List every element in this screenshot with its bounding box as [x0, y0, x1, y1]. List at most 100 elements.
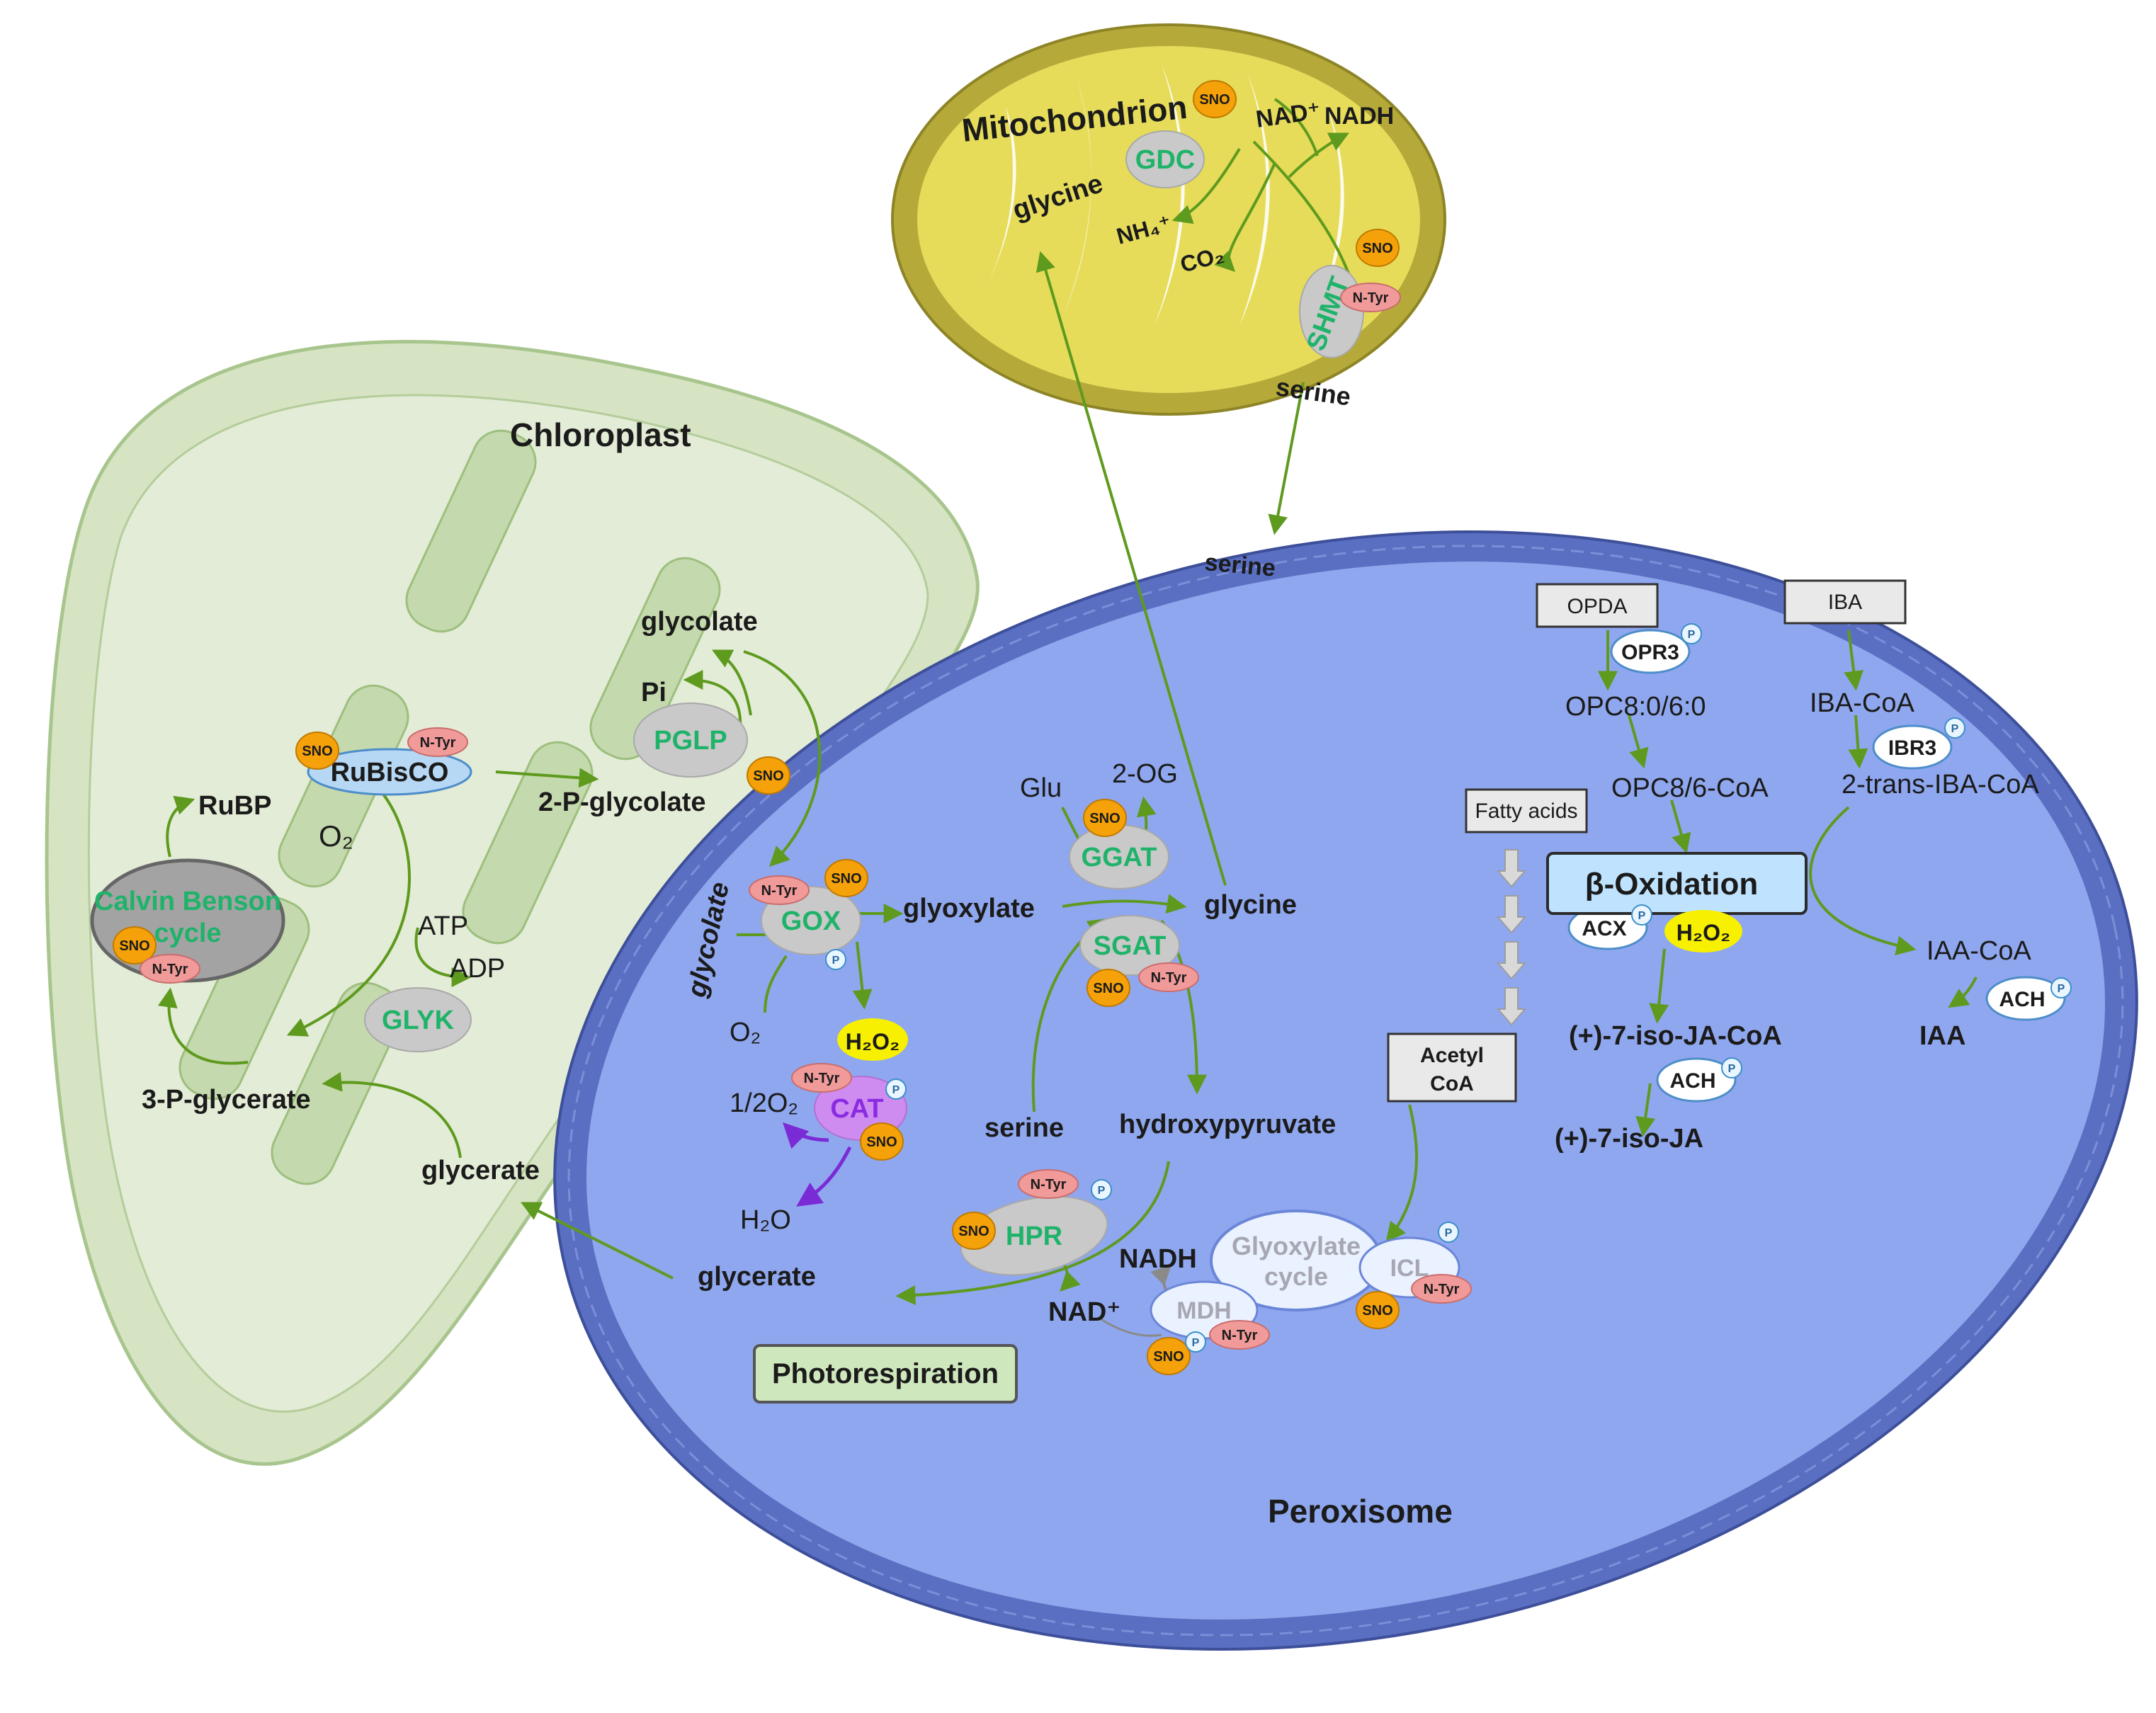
acetyl-coa-box[interactable]: Acetyl CoA	[1387, 1032, 1517, 1103]
sgat-enzyme[interactable]: SGAT	[1079, 915, 1180, 976]
label-serine-out: serine	[1203, 549, 1276, 582]
sno-badge: SNO	[1086, 969, 1130, 1007]
glyoxylate-cycle[interactable]: Glyoxylate cycle	[1210, 1210, 1383, 1311]
sno-badge-label: SNO	[1153, 1349, 1184, 1365]
ntyr-badge-label: N-Tyr	[1424, 1282, 1460, 1297]
sno-badge-label: SNO	[119, 938, 149, 954]
label-pi: Pi	[641, 678, 666, 707]
rubisco-enzyme[interactable]: RuBisCO	[307, 748, 472, 796]
ggat-label: GGAT	[1082, 843, 1157, 872]
label-o2-chl: O₂	[319, 819, 353, 853]
acx-enzyme[interactable]: ACX	[1567, 905, 1648, 950]
sno-badge: SNO	[295, 732, 339, 770]
gdc-label: GDC	[1135, 145, 1195, 175]
photorespiration-label: Photorespiration	[772, 1358, 999, 1389]
ntyr-badge-label: N-Tyr	[761, 883, 798, 899]
p-badge-label: P	[1445, 1227, 1453, 1239]
shmt-enzyme[interactable]: SHMT	[1299, 265, 1364, 358]
p-badge: P	[1631, 904, 1652, 926]
ntyr-badge: N-Tyr	[791, 1063, 852, 1093]
beta-oxidation-box[interactable]: β-Oxidation	[1546, 852, 1808, 915]
label-iaa: IAA	[1919, 1021, 1965, 1051]
p-badge: P	[1185, 1331, 1206, 1353]
hpr-label: HPR	[1006, 1222, 1062, 1251]
mdh-label: MDH	[1176, 1297, 1231, 1324]
sgat-label: SGAT	[1094, 931, 1167, 961]
sno-badge-label: SNO	[302, 744, 332, 759]
modification-badges: SNON-TyrSNOSNON-TyrN-TyrSNOPN-TyrPSNOSNO…	[113, 80, 2072, 1375]
photorespiration-box[interactable]: Photorespiration	[753, 1344, 1018, 1404]
hpr-enzyme[interactable]: HPR	[953, 1184, 1114, 1287]
ntyr-badge-label: N-Tyr	[152, 962, 188, 977]
p-badge: P	[2050, 977, 2072, 998]
opr3-enzyme[interactable]: OPR3	[1610, 629, 1691, 674]
pglp-enzyme[interactable]: PGLP	[633, 702, 748, 778]
iba-label: IBA	[1828, 591, 1862, 614]
sno-badge: SNO	[113, 926, 157, 964]
ntyr-badge: N-Tyr	[1340, 283, 1401, 312]
glyox-cycle-line2: cycle	[1264, 1262, 1328, 1291]
p-badge: P	[1681, 623, 1702, 644]
label-glycine-perox: glycine	[1204, 890, 1297, 920]
iba-box[interactable]: IBA	[1783, 579, 1907, 625]
ntyr-badge: N-Tyr	[1209, 1320, 1270, 1350]
ach-enzyme-ja[interactable]: ACH	[1656, 1057, 1737, 1103]
ntyr-badge: N-Tyr	[1138, 962, 1199, 992]
p-badge: P	[1438, 1222, 1459, 1243]
acetyl-coa-line1: Acetyl	[1420, 1044, 1484, 1067]
ntyr-badge-label: N-Tyr	[1222, 1328, 1258, 1343]
ntyr-badge: N-Tyr	[407, 727, 468, 757]
p-badge: P	[1721, 1057, 1742, 1079]
label-3-p-glycerate: 3-P-glycerate	[142, 1085, 311, 1115]
sno-badge: SNO	[860, 1122, 904, 1161]
label-glycolate-chl: glycolate	[641, 607, 758, 637]
sno-badge: SNO	[1356, 1291, 1400, 1329]
p-badge-label: P	[1192, 1337, 1200, 1349]
beta-oxidation-label: β-Oxidation	[1585, 867, 1758, 901]
ntyr-badge-label: N-Tyr	[1031, 1177, 1067, 1193]
opr3-label: OPR3	[1621, 641, 1679, 664]
label-o2-perox: O₂	[730, 1018, 761, 1047]
opda-box[interactable]: OPDA	[1536, 583, 1659, 628]
ntyr-badge: N-Tyr	[749, 875, 810, 905]
label-adp: ADP	[450, 954, 505, 984]
p-badge-label: P	[1951, 723, 1959, 735]
sno-badge-label: SNO	[1089, 811, 1120, 826]
fatty-acid-flow	[1496, 849, 1527, 1026]
fatty-acids-label: Fatty acids	[1475, 799, 1577, 823]
label-nadh-perox: NADH	[1119, 1244, 1197, 1274]
fatty-acids-box[interactable]: Fatty acids	[1465, 788, 1588, 833]
ntyr-badge: N-Tyr	[1411, 1274, 1472, 1304]
ggat-enzyme[interactable]: GGAT	[1069, 824, 1169, 889]
label-2-og: 2-OG	[1112, 759, 1178, 789]
sno-badge-label: SNO	[1362, 241, 1392, 256]
p-badge-label: P	[892, 1084, 900, 1096]
chloroplast: Chloroplast	[45, 340, 980, 1466]
glyox-cycle-line1: Glyoxylate	[1232, 1231, 1361, 1260]
label-nadh-mito: NADH	[1324, 103, 1394, 130]
label-nad-perox: NAD⁺	[1048, 1297, 1120, 1327]
ntyr-badge-label: N-Tyr	[804, 1071, 840, 1086]
label-2-p-glycolate: 2-P-glycolate	[538, 787, 706, 817]
label-opc8coa: OPC8/6-CoA	[1611, 773, 1769, 803]
label-glycerate-perox: glycerate	[698, 1262, 816, 1292]
sno-badge-label: SNO	[866, 1134, 897, 1150]
p-badge-label: P	[1688, 629, 1696, 641]
gdc-enzyme[interactable]: GDC	[1125, 130, 1205, 188]
chloroplast-title: Chloroplast	[510, 416, 691, 453]
sno-badge-label: SNO	[1362, 1303, 1392, 1319]
ibr3-enzyme[interactable]: IBR3	[1872, 724, 1953, 770]
glyk-enzyme[interactable]: GLYK	[364, 987, 472, 1052]
pglp-label: PGLP	[654, 726, 727, 756]
label-iba-coa: IBA-CoA	[1810, 688, 1914, 718]
metabolite-labels: glycine NH₄⁺ CO₂ NAD⁺ NADH serine serine…	[142, 98, 2039, 1327]
cat-label: CAT	[830, 1094, 883, 1124]
peroxisome-title: Peroxisome	[1268, 1493, 1453, 1530]
ntyr-badge-label: N-Tyr	[1353, 290, 1389, 306]
ach-label-ja: ACH	[1670, 1069, 1716, 1093]
acetyl-coa-line2: CoA	[1430, 1072, 1474, 1095]
ach-enzyme-iaa[interactable]: ACH	[1985, 976, 2066, 1021]
label-glycerate-chl: glycerate	[421, 1156, 540, 1185]
